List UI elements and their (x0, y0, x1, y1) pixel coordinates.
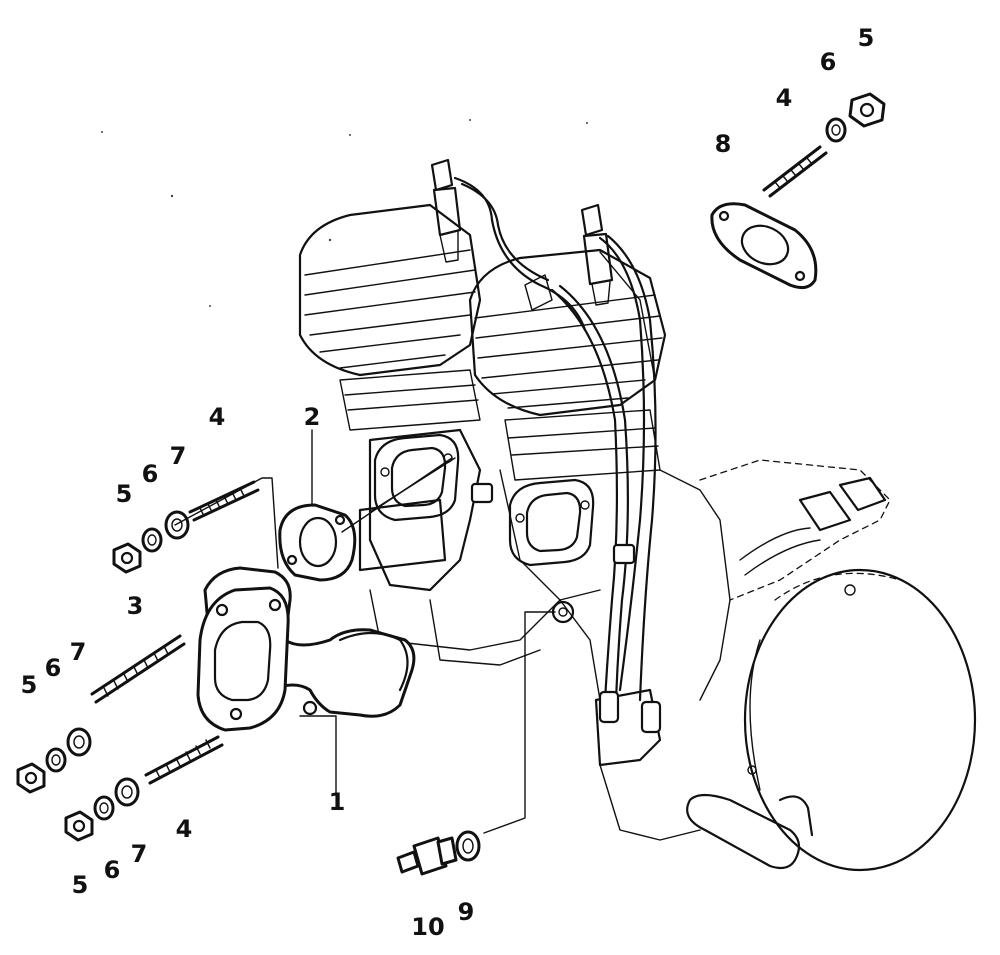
drain-fitting (396, 836, 458, 876)
callout-6-top: 6 (820, 48, 837, 76)
stud-bolt-top (762, 145, 828, 198)
callout-1: 1 (329, 788, 346, 816)
callout-6-upper-left: 6 (142, 460, 159, 488)
lock-washer-upper-left (141, 527, 163, 553)
stud-bolt-lower-left (144, 735, 224, 785)
flange-gasket-top (710, 202, 818, 290)
callout-3: 3 (127, 592, 144, 620)
nut-middle-left (16, 762, 46, 794)
ignition-leads (453, 176, 657, 702)
exhaust-manifold (196, 566, 416, 732)
crankcase (358, 428, 731, 701)
print-specks (101, 119, 588, 307)
exhaust-port-right (508, 478, 595, 567)
callout-8: 8 (715, 130, 732, 158)
ignition-coil (594, 688, 701, 841)
callout-5-lower-left: 5 (72, 871, 89, 899)
engine-assembly (298, 158, 977, 872)
recoil-starter-cover (743, 568, 977, 872)
lock-washer-top (825, 117, 847, 143)
nut-upper-left (112, 542, 142, 574)
nut-top (848, 92, 886, 128)
cylinder-head-right (468, 248, 667, 417)
sealing-washer (455, 830, 481, 862)
spark-plug-cap-right (580, 203, 614, 306)
exhaust-gasket (278, 503, 357, 582)
lock-washer-middle-left (45, 747, 67, 773)
callout-5-middle-left: 5 (21, 671, 38, 699)
callout-4-lower-left: 4 (176, 815, 193, 843)
nut-lower-left (64, 810, 94, 842)
stud-bolt-upper-left (188, 480, 260, 522)
callout-7-upper-left: 7 (170, 442, 187, 470)
callout-4-top: 4 (776, 84, 793, 112)
callout-2: 2 (304, 403, 321, 431)
lock-washer-lower-left (93, 795, 115, 821)
callout-7-middle-left: 7 (70, 638, 87, 666)
leader-lines (174, 429, 556, 834)
flat-washer-lower-left (114, 777, 140, 807)
callout-5-top: 5 (858, 24, 875, 52)
starter-handle (686, 793, 814, 870)
spark-plug-cap-left (430, 158, 462, 263)
flat-washer-middle-left (66, 727, 92, 757)
callout-4-upper-left: 4 (209, 403, 226, 431)
cylinder-head-left (298, 203, 482, 377)
flat-washer-upper-left (164, 510, 190, 540)
callout-9: 9 (458, 898, 475, 926)
wiring-harness (699, 459, 891, 601)
callouts: 1 2 3 4 4 4 5 5 5 5 6 6 6 6 7 7 7 8 9 10 (21, 24, 875, 941)
callout-7-lower-left: 7 (131, 840, 148, 868)
callout-6-middle-left: 6 (45, 654, 62, 682)
callout-6-lower-left: 6 (104, 856, 121, 884)
cylinder-fins (339, 369, 661, 481)
callout-5-upper-left: 5 (116, 480, 133, 508)
callout-10: 10 (411, 913, 444, 941)
long-stud-bolt (90, 634, 186, 704)
